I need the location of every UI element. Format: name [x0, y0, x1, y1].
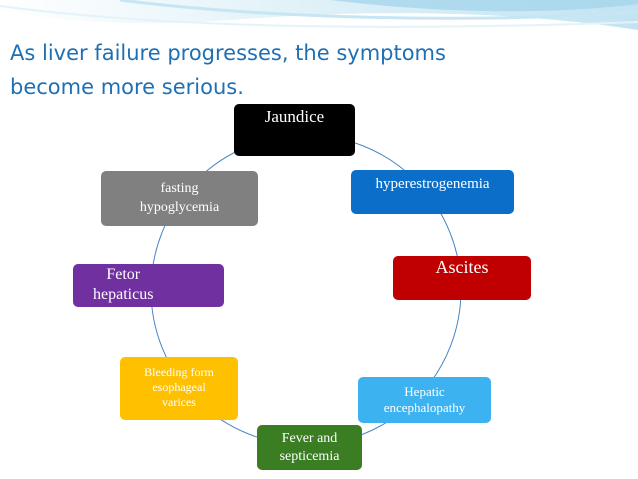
title-line-2: become more serious.: [10, 75, 244, 99]
node-jaundice-label: Jaundice: [264, 107, 325, 126]
node-hyperestrogenemia: hyperestrogenemia: [351, 170, 514, 214]
node-hepatic-encephalopathy: Hepatic encephalopathy: [358, 377, 491, 423]
title-line-1: As liver failure progresses, the symptom…: [10, 41, 446, 65]
node-fetor-hepaticus-label: Fetor hepaticus: [93, 266, 154, 303]
node-bleeding-varices: Bleeding form esophageal varices: [120, 357, 238, 420]
node-fetor-hepaticus: Fetor hepaticus: [73, 264, 224, 307]
node-fever-septicemia-label: Fever and septicemia: [279, 431, 340, 464]
node-ascites-label: Ascites: [435, 257, 489, 277]
node-fasting-hypoglycemia-label: fasting hypoglycemia: [139, 180, 220, 215]
node-hepatic-encephalopathy-label: Hepatic encephalopathy: [383, 383, 466, 415]
node-bleeding-varices-label: Bleeding form esophageal varices: [144, 365, 214, 409]
node-jaundice: Jaundice: [234, 104, 355, 156]
node-hyperestrogenemia-label: hyperestrogenemia: [375, 176, 490, 192]
node-fasting-hypoglycemia: fasting hypoglycemia: [101, 171, 258, 226]
slide-title: As liver failure progresses, the symptom…: [10, 36, 530, 104]
node-ascites: Ascites: [393, 256, 531, 300]
node-fever-septicemia: Fever and septicemia: [257, 425, 362, 470]
